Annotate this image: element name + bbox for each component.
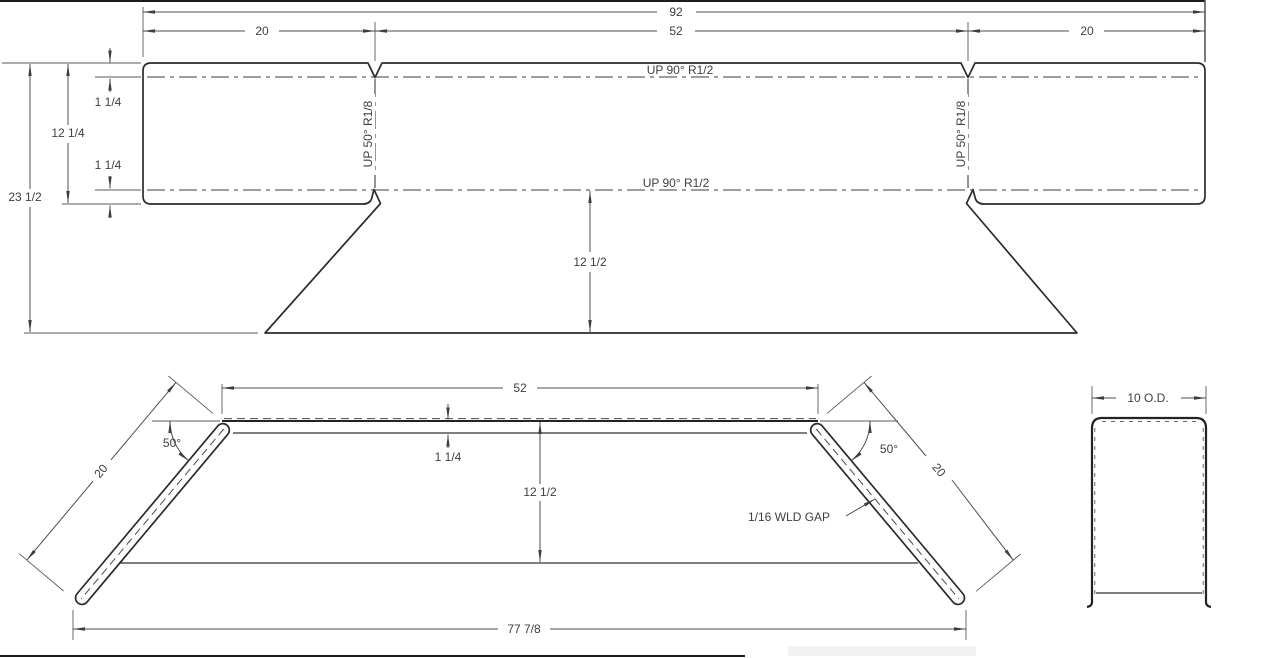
flat-pattern-outline <box>142 62 1206 334</box>
bend-label-right: UP 50° R1/8 <box>954 100 968 167</box>
section-bend-dashes <box>1094 421 1204 596</box>
bottom-gray-bar <box>788 646 976 656</box>
section-outline <box>1086 416 1212 609</box>
dim-flange-top: 1 1/4 <box>95 95 122 109</box>
dim-width-left-flap: 20 <box>255 24 269 38</box>
bend-label-top: UP 90° R1/2 <box>647 63 714 77</box>
dim-formed-bottom-width: 77 7/8 <box>507 622 541 636</box>
dim-angle-left: 50° <box>163 436 181 450</box>
formed-left-wing <box>74 422 231 606</box>
dim-width-right-flap: 20 <box>1080 24 1094 38</box>
dim-formed-flange: 1 1/4 <box>435 450 462 464</box>
flat-pattern-view: 92 20 52 20 23 1/2 12 1/4 1 1/4 1 1/4 12… <box>2 0 1206 334</box>
weld-gap-leader <box>845 498 876 517</box>
dim-height-total: 23 1/2 <box>8 190 42 204</box>
bend-label-left: UP 50° R1/8 <box>361 100 375 167</box>
angle-arc-left <box>168 420 189 462</box>
formed-profile-view: 52 1 1/4 12 1/2 50° 50° 20 20 1/16 WLD G… <box>18 375 1021 640</box>
bend-label-bottom: UP 90° R1/2 <box>643 176 710 190</box>
weld-gap-note: 1/16 WLD GAP <box>748 510 830 524</box>
dim-formed-top-width: 52 <box>513 381 527 395</box>
bend-label-left-group: UP 50° R1/8 <box>359 94 375 174</box>
dim-section-outer-width: 10 O.D. <box>1127 391 1168 405</box>
bend-label-right-group: UP 50° R1/8 <box>952 94 968 174</box>
sheet-border <box>0 0 1205 657</box>
dim-angle-right: 50° <box>880 442 898 456</box>
dim-width-center: 52 <box>669 24 683 38</box>
dim-flange-bottom: 1 1/4 <box>95 158 122 172</box>
formed-right-wing <box>809 422 966 606</box>
flat-extension-lines <box>2 0 1206 334</box>
angle-arc-right <box>851 420 872 462</box>
dim-formed-depth: 12 1/2 <box>523 485 557 499</box>
dim-width-total: 92 <box>669 5 683 19</box>
end-section-view: 10 O.D. <box>1086 386 1212 609</box>
dim-height-body: 12 1/4 <box>51 126 85 140</box>
dim-skirt-depth: 12 1/2 <box>573 255 607 269</box>
dim-wing-left: 20 <box>91 461 111 480</box>
dim-wing-right: 20 <box>929 460 949 479</box>
